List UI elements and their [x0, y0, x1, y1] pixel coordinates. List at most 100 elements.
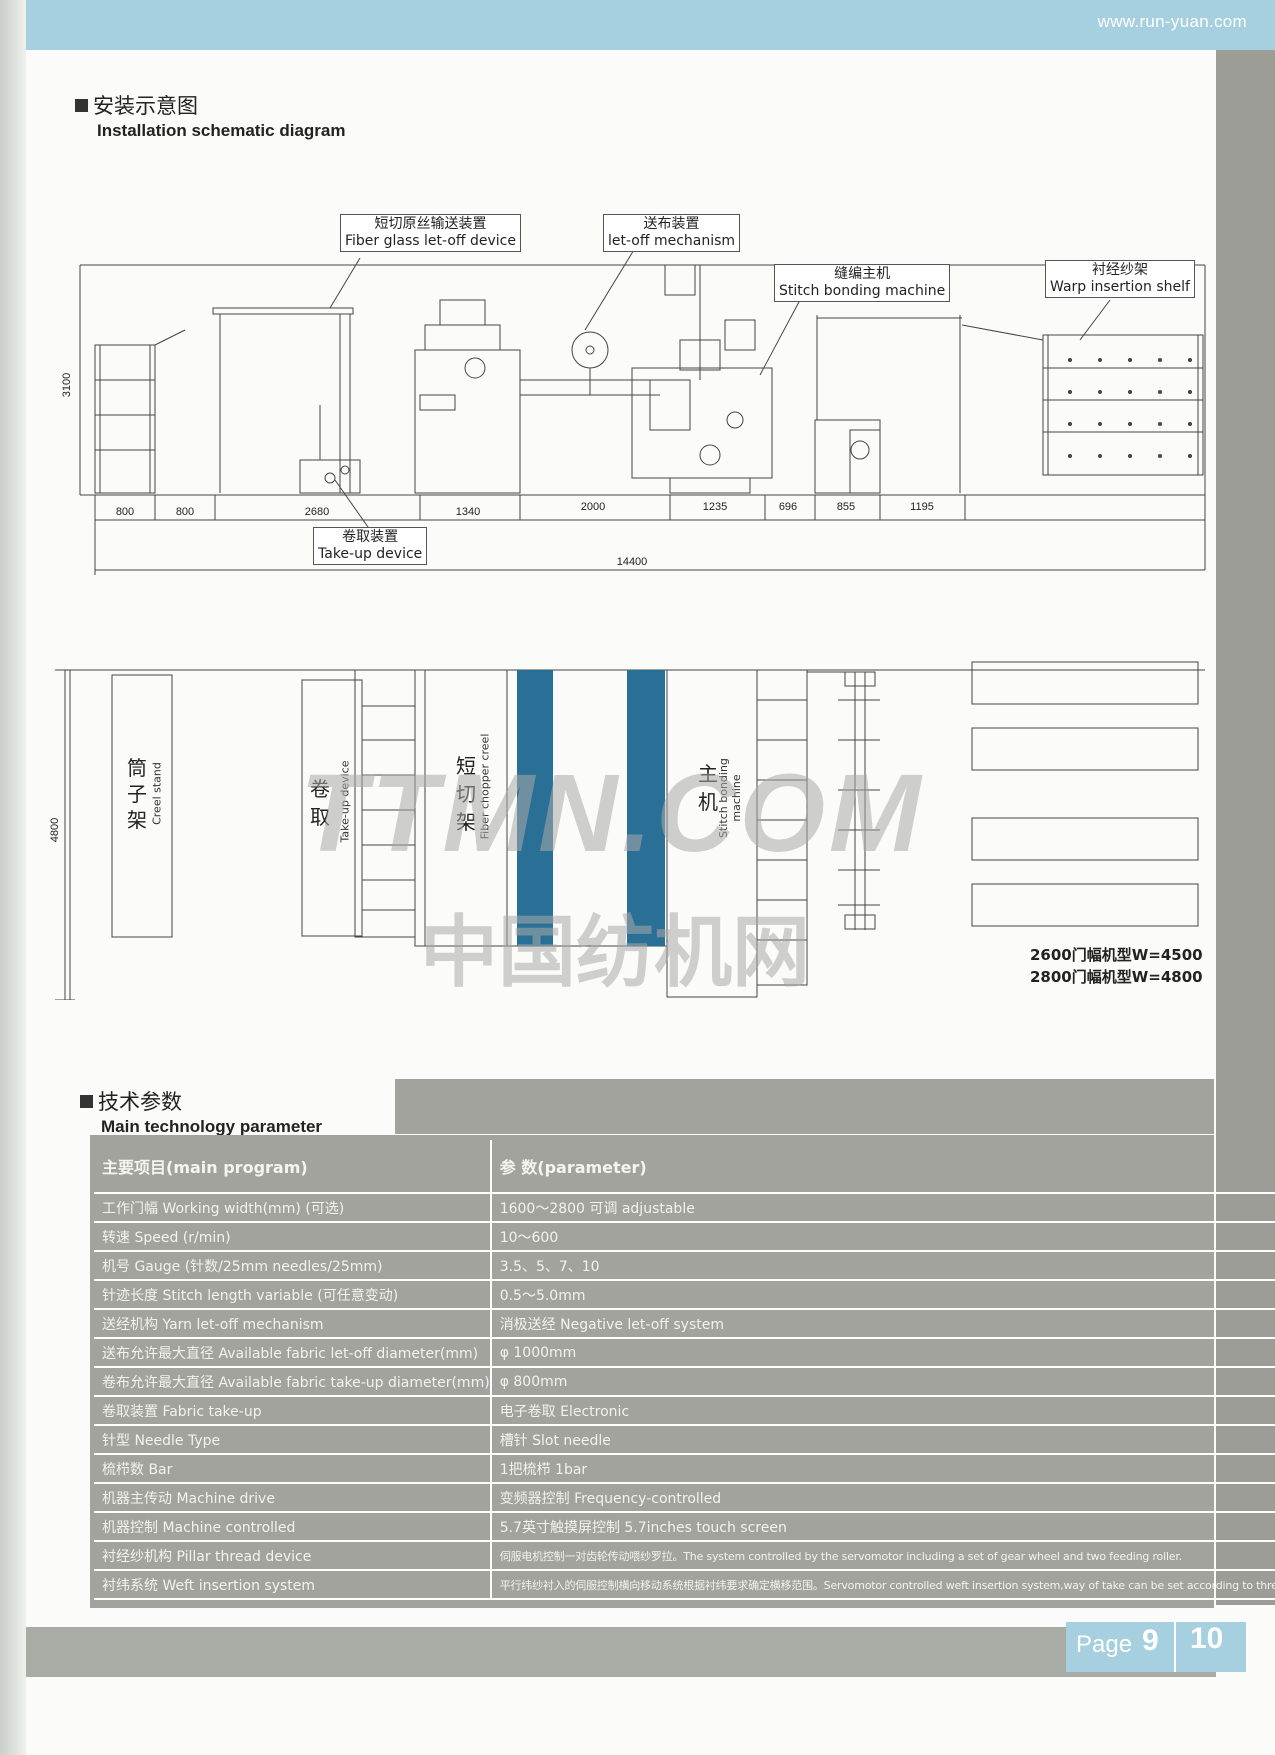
width-notes: 2600门幅机型W=4500 2800门幅机型W=4800 — [1030, 944, 1203, 988]
row-value: 1把梳栉 1bar — [490, 1454, 1275, 1484]
dim-segment-9: 1195 — [910, 501, 934, 513]
row-value: 1600～2800 可调 adjustable — [490, 1193, 1275, 1223]
row-value: 消极送经 Negative let-off system — [490, 1309, 1275, 1339]
page-number-box-2 — [1174, 1622, 1246, 1672]
letoff-mechanism-label: 送布装置 let-off mechanism — [603, 214, 741, 252]
row-item: 卷布允许最大直径 Available fabric take-up diamet… — [94, 1367, 492, 1397]
page-word: Page — [1076, 1631, 1133, 1658]
row-value: 槽针 Slot needle — [490, 1425, 1275, 1455]
row-value: 10～600 — [490, 1222, 1275, 1252]
row-value: 平行纬纱衬入的伺服控制横向移动系统根据衬纬要求确定横移范围。Servomotor… — [490, 1570, 1275, 1600]
creel-stand-cn: 筒子架 — [127, 756, 147, 832]
row-value: 变频器控制 Frequency-controlled — [490, 1483, 1275, 1513]
width-note-2800: 2800门幅机型W=4800 — [1030, 968, 1203, 986]
row-item: 衬经纱机构 Pillar thread device — [94, 1541, 492, 1571]
dim-segment-6: 1235 — [703, 501, 727, 513]
warp-label-en: Warp insertion shelf — [1050, 279, 1190, 295]
takeup-label-en: Take-up device — [318, 546, 423, 562]
param-header-band — [395, 1079, 1214, 1134]
dim-segment-2: 800 — [176, 506, 194, 518]
row-item: 针型 Needle Type — [94, 1425, 492, 1455]
row-value: 电子卷取 Electronic — [490, 1396, 1275, 1426]
page-number-10: 10 — [1190, 1622, 1224, 1655]
row-value: 伺服电机控制一对齿轮传动喂纱罗拉。The system controlled b… — [490, 1541, 1275, 1571]
row-item: 工作门幅 Working width(mm) (可选) — [94, 1193, 492, 1223]
warp-label-cn: 衬经纱架 — [1091, 262, 1148, 278]
stitch-label-en: Stitch bonding machine — [779, 283, 946, 299]
row-item: 送布允许最大直径 Available fabric let-off diamet… — [94, 1338, 492, 1368]
dim-segment-1: 800 — [116, 506, 134, 518]
bottom-band — [26, 1627, 1216, 1677]
letoff-label-cn: 送布装置 — [643, 216, 700, 232]
row-item: 卷取装置 Fabric take-up — [94, 1396, 492, 1426]
header-main-program: 主要项目(main program) — [94, 1140, 492, 1194]
table-header-row: 主要项目(main program) 参 数(parameter) — [94, 1140, 1275, 1194]
tech-title-en: Main technology parameter — [101, 1117, 323, 1136]
table-row: 送布允许最大直径 Available fabric let-off diamet… — [94, 1338, 1275, 1368]
table-row: 转速 Speed (r/min)10～600 — [94, 1222, 1275, 1252]
height-dimension: 3100 — [61, 373, 73, 397]
row-item: 梳栉数 Bar — [94, 1454, 492, 1484]
dim-segment-5: 2000 — [581, 501, 605, 513]
bullet-square-icon-2 — [80, 1095, 93, 1108]
table-row: 卷布允许最大直径 Available fabric take-up diamet… — [94, 1367, 1275, 1397]
install-section-title: 安装示意图 Installation schematic diagram — [75, 90, 345, 141]
warp-insertion-label: 衬经纱架 Warp insertion shelf — [1045, 260, 1195, 298]
bullet-square-icon — [75, 99, 88, 112]
takeup-plan-cn: 卷取 — [310, 777, 330, 829]
dim-segment-7: 696 — [779, 501, 797, 513]
row-item: 送经机构 Yarn let-off mechanism — [94, 1309, 492, 1339]
install-title-cn: 安装示意图 — [93, 94, 198, 118]
width-dimension: 4800 — [49, 818, 61, 842]
dim-total: 14400 — [617, 556, 648, 568]
row-item: 转速 Speed (r/min) — [94, 1222, 492, 1252]
takeup-device-label: 卷取装置 Take-up device — [313, 527, 428, 565]
row-item: 针迹长度 Stitch length variable (可任意变动) — [94, 1280, 492, 1310]
plan-blue-band-left — [517, 670, 553, 946]
install-title-en: Installation schematic diagram — [97, 121, 346, 140]
row-item: 机器控制 Machine controlled — [94, 1512, 492, 1542]
dim-segment-4: 1340 — [456, 506, 480, 518]
page-number-box — [1066, 1622, 1174, 1672]
letoff-label-en: let-off mechanism — [608, 233, 736, 249]
row-value: 3.5、5、7、10 — [490, 1251, 1275, 1281]
stitch-bonding-label: 缝编主机 Stitch bonding machine — [774, 264, 951, 302]
creel-stand-en: Creel stand — [150, 762, 164, 825]
row-value: 0.5～5.0mm — [490, 1280, 1275, 1310]
table-row: 针迹长度 Stitch length variable (可任意变动)0.5～5… — [94, 1280, 1275, 1310]
top-band: www.run-yuan.com — [26, 0, 1275, 50]
page-number-9: 9 — [1142, 1624, 1159, 1657]
takeup-label-cn: 卷取装置 — [342, 529, 399, 545]
row-item: 衬纬系统 Weft insertion system — [94, 1570, 492, 1600]
row-value: φ 1000mm — [490, 1338, 1275, 1368]
stitch-label-cn: 缝编主机 — [834, 266, 891, 282]
dim-segment-3: 2680 — [305, 506, 329, 518]
plan-blue-band-right — [627, 670, 665, 946]
row-item: 机器主传动 Machine drive — [94, 1483, 492, 1513]
website-url: www.run-yuan.com — [1097, 12, 1247, 31]
fiber-glass-letoff-label: 短切原丝输送装置 Fiber glass let-off device — [340, 214, 521, 252]
table-row: 工作门幅 Working width(mm) (可选)1600～2800 可调 … — [94, 1193, 1275, 1223]
row-value: φ 800mm — [490, 1367, 1275, 1397]
page-left-edge — [0, 0, 26, 1755]
fiber-label-cn: 短切原丝输送装置 — [374, 216, 487, 232]
dim-segment-8: 855 — [837, 501, 855, 513]
chopper-creel-cn: 短切架 — [456, 754, 476, 834]
watermark-cn: 中国纺机网 — [420, 908, 811, 996]
installation-diagram: 3100 800 800 2680 1340 2000 1235 696 855… — [49, 239, 1206, 1000]
width-note-2600: 2600门幅机型W=4500 — [1030, 946, 1203, 964]
main-machine-cn: 主机 — [698, 762, 718, 814]
header-parameter: 参 数(parameter) — [490, 1140, 1275, 1194]
row-item: 机号 Gauge (针数/25mm needles/25mm) — [94, 1251, 492, 1281]
tech-title-cn: 技术参数 — [98, 1090, 182, 1114]
table-row: 机号 Gauge (针数/25mm needles/25mm)3.5、5、7、1… — [94, 1251, 1275, 1281]
parameter-table: 主要项目(main program) 参 数(parameter) 工作门幅 W… — [94, 1140, 1275, 1600]
